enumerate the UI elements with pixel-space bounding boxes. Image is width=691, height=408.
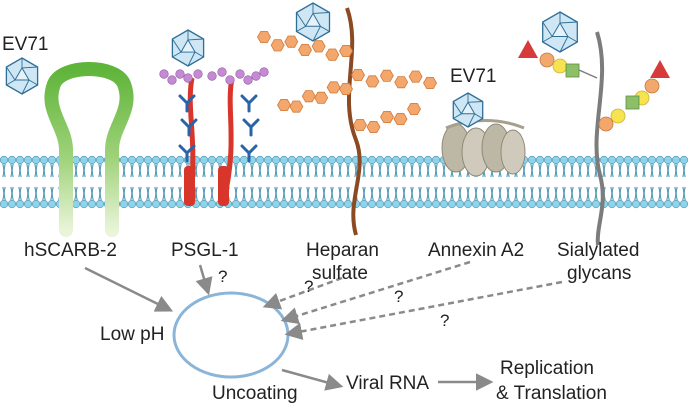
uncoating-label: Uncoating bbox=[212, 383, 298, 404]
hscarb2-label: hSCARB-2 bbox=[24, 240, 117, 261]
endosome-vesicle-icon bbox=[172, 291, 290, 379]
ev71-label-right: EV71 bbox=[450, 66, 496, 87]
heparan-label-line1: Heparan bbox=[306, 240, 379, 261]
question-mark-psgl1: ? bbox=[218, 267, 227, 286]
virus-icon bbox=[452, 92, 484, 128]
question-mark-sialylated: ? bbox=[440, 311, 449, 330]
sialylated-glycans bbox=[518, 31, 670, 246]
arrow-icon bbox=[280, 260, 471, 325]
virus-icon bbox=[5, 57, 39, 95]
virus-icon bbox=[542, 11, 578, 53]
replication-label-line2: & Translation bbox=[496, 383, 607, 404]
cell-membrane bbox=[0, 155, 689, 209]
arrow-icon bbox=[262, 276, 343, 310]
arrow-icon bbox=[195, 264, 213, 296]
sialylated-label-line2: glycans bbox=[567, 263, 631, 284]
sugar-chain-icon bbox=[518, 40, 598, 79]
low-ph-label: Low pH bbox=[100, 324, 164, 345]
arrow-icon bbox=[281, 368, 344, 391]
heparan-sulfate bbox=[257, 7, 437, 236]
virus-icon bbox=[295, 2, 331, 42]
arrow-icon bbox=[84, 266, 174, 312]
ev71-label-left: EV71 bbox=[2, 34, 48, 55]
arrow-icon bbox=[284, 280, 563, 340]
virus-icon bbox=[171, 29, 205, 67]
psgl1-label: PSGL-1 bbox=[171, 240, 239, 261]
sugar-chain-icon bbox=[598, 60, 670, 132]
question-mark-heparan: ? bbox=[304, 277, 313, 296]
sialylated-label-line1: Sialylated bbox=[557, 240, 639, 261]
hscarb2-receptor bbox=[44, 62, 134, 237]
receptor-loop-icon bbox=[44, 62, 134, 237]
question-mark-annexin: ? bbox=[394, 287, 403, 306]
psgl1-glycoprotein bbox=[159, 67, 269, 206]
viral-rna-label: Viral RNA bbox=[346, 373, 429, 394]
heparan-label-line2: sulfate bbox=[312, 263, 368, 284]
replication-label-line1: Replication bbox=[500, 358, 594, 379]
annexin-complex-icon bbox=[441, 119, 526, 177]
annexin-label: Annexin A2 bbox=[428, 240, 524, 261]
